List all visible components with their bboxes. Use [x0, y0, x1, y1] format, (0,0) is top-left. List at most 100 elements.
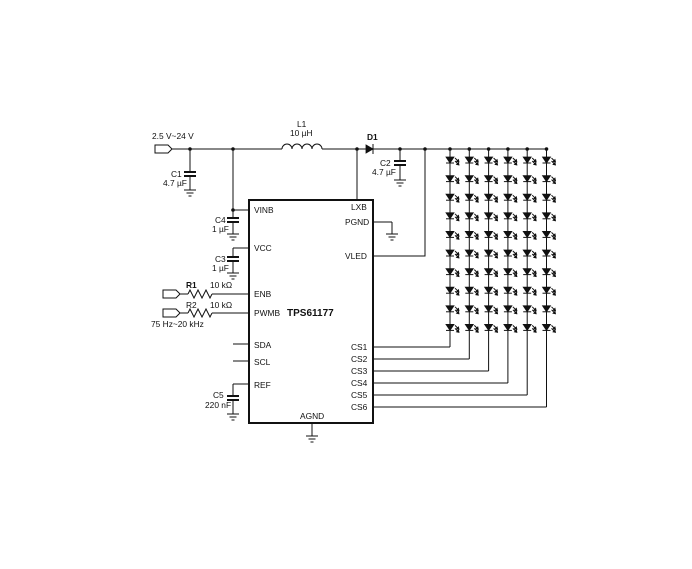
led-emission-arrowhead — [552, 326, 557, 330]
led — [445, 268, 455, 276]
led-emission-arrowhead — [532, 273, 537, 278]
led-emission-arrowhead — [552, 217, 557, 222]
led-emission-arrowhead — [455, 158, 460, 163]
led — [445, 156, 455, 164]
led-emission-arrowhead — [532, 180, 537, 185]
led-emission-arrowhead — [513, 217, 518, 222]
led-emission-arrowhead — [494, 180, 499, 185]
led — [522, 193, 532, 201]
led — [445, 249, 455, 257]
enb-connector — [162, 289, 181, 299]
led-emission-arrowhead — [552, 288, 557, 293]
led-emission-arrowhead — [532, 198, 537, 203]
led-emission-arrowhead — [494, 217, 499, 222]
led-emission-arrowhead — [494, 177, 499, 182]
pin-cs3: CS3 — [351, 366, 368, 376]
led-emission-arrowhead — [532, 307, 537, 312]
led-emission-arrowhead — [513, 161, 518, 166]
led-emission-arrowhead — [494, 251, 499, 256]
c2-value: 4.7 µF — [372, 167, 396, 177]
pin-vled: VLED — [345, 251, 367, 261]
led-emission-arrowhead — [532, 195, 537, 200]
pin-cs6: CS6 — [351, 402, 368, 412]
led-emission-arrowhead — [474, 310, 479, 315]
led — [541, 323, 552, 332]
led-emission-arrowhead — [494, 288, 499, 293]
led-emission-arrowhead — [494, 198, 499, 203]
capacitor-c5 — [227, 383, 249, 421]
led — [464, 175, 475, 183]
led — [464, 286, 475, 294]
led — [445, 230, 455, 239]
led-emission-arrowhead — [552, 270, 557, 275]
led-emission-arrowhead — [513, 254, 518, 259]
led — [503, 305, 513, 313]
led-emission-arrowhead — [455, 195, 460, 200]
led-emission-arrowhead — [513, 236, 518, 240]
r2-value: 10 kΩ — [210, 300, 232, 310]
led-emission-arrowhead — [552, 307, 557, 312]
led — [503, 193, 513, 201]
led-emission-arrowhead — [532, 326, 537, 330]
led — [503, 268, 513, 276]
led-emission-arrowhead — [513, 310, 518, 315]
led-emission-arrowhead — [532, 288, 537, 293]
led-emission-arrowhead — [494, 329, 499, 333]
led-emission-arrowhead — [513, 214, 518, 219]
led — [503, 156, 513, 164]
c4-value: 1 µF — [212, 224, 229, 234]
led — [541, 230, 552, 239]
led-emission-arrowhead — [474, 307, 479, 312]
led-emission-arrowhead — [494, 158, 499, 163]
capacitor-c3 — [227, 247, 249, 280]
led-emission-arrowhead — [513, 195, 518, 200]
led-emission-arrowhead — [474, 195, 479, 200]
led-emission-arrowhead — [532, 158, 537, 163]
led-emission-arrowhead — [552, 273, 557, 278]
led-emission-arrowhead — [455, 217, 460, 222]
led-emission-arrowhead — [513, 177, 518, 182]
pwm-frequency-label: 75 Hz~20 kHz — [151, 319, 204, 329]
pin-ref: REF — [254, 380, 271, 390]
led-emission-arrowhead — [474, 236, 479, 240]
c5-ref: C5 — [213, 390, 224, 400]
led-emission-arrowhead — [474, 198, 479, 203]
led-emission-arrowhead — [513, 198, 518, 203]
led-emission-arrowhead — [532, 214, 537, 219]
resistor-r2 — [162, 307, 249, 319]
led — [522, 323, 532, 332]
led-emission-arrowhead — [474, 233, 479, 237]
led — [522, 212, 532, 220]
led — [464, 323, 475, 332]
led — [483, 305, 494, 313]
led — [483, 323, 494, 332]
led-emission-arrowhead — [552, 198, 557, 203]
capacitor-c4 — [227, 149, 249, 241]
pin-cs2: CS2 — [351, 354, 368, 364]
led-emission-arrowhead — [513, 291, 518, 296]
pin-cs4: CS4 — [351, 378, 368, 388]
inductor-l1 — [281, 143, 359, 151]
led-emission-arrowhead — [552, 233, 557, 237]
agnd-ground — [306, 423, 318, 443]
led — [445, 212, 455, 220]
led-emission-arrowhead — [474, 326, 479, 330]
led-emission-arrowhead — [455, 161, 460, 166]
led-emission-arrowhead — [552, 214, 557, 219]
led-emission-arrowhead — [513, 158, 518, 163]
led-emission-arrowhead — [552, 161, 557, 166]
pin-vinb: VINB — [254, 205, 274, 215]
led — [464, 230, 475, 239]
led-emission-arrowhead — [513, 326, 518, 330]
led-emission-arrowhead — [532, 270, 537, 275]
c4-ref: C4 — [215, 215, 226, 225]
r2-ref: R2 — [186, 300, 197, 310]
led-emission-arrowhead — [455, 288, 460, 293]
led-emission-arrowhead — [455, 273, 460, 278]
led-string-node — [467, 147, 472, 151]
c1-ref: C1 — [171, 169, 182, 179]
led-emission-arrowhead — [474, 177, 479, 182]
led-emission-arrowhead — [552, 195, 557, 200]
led-string-node — [486, 147, 491, 151]
ic-name: TPS61177 — [287, 308, 334, 319]
